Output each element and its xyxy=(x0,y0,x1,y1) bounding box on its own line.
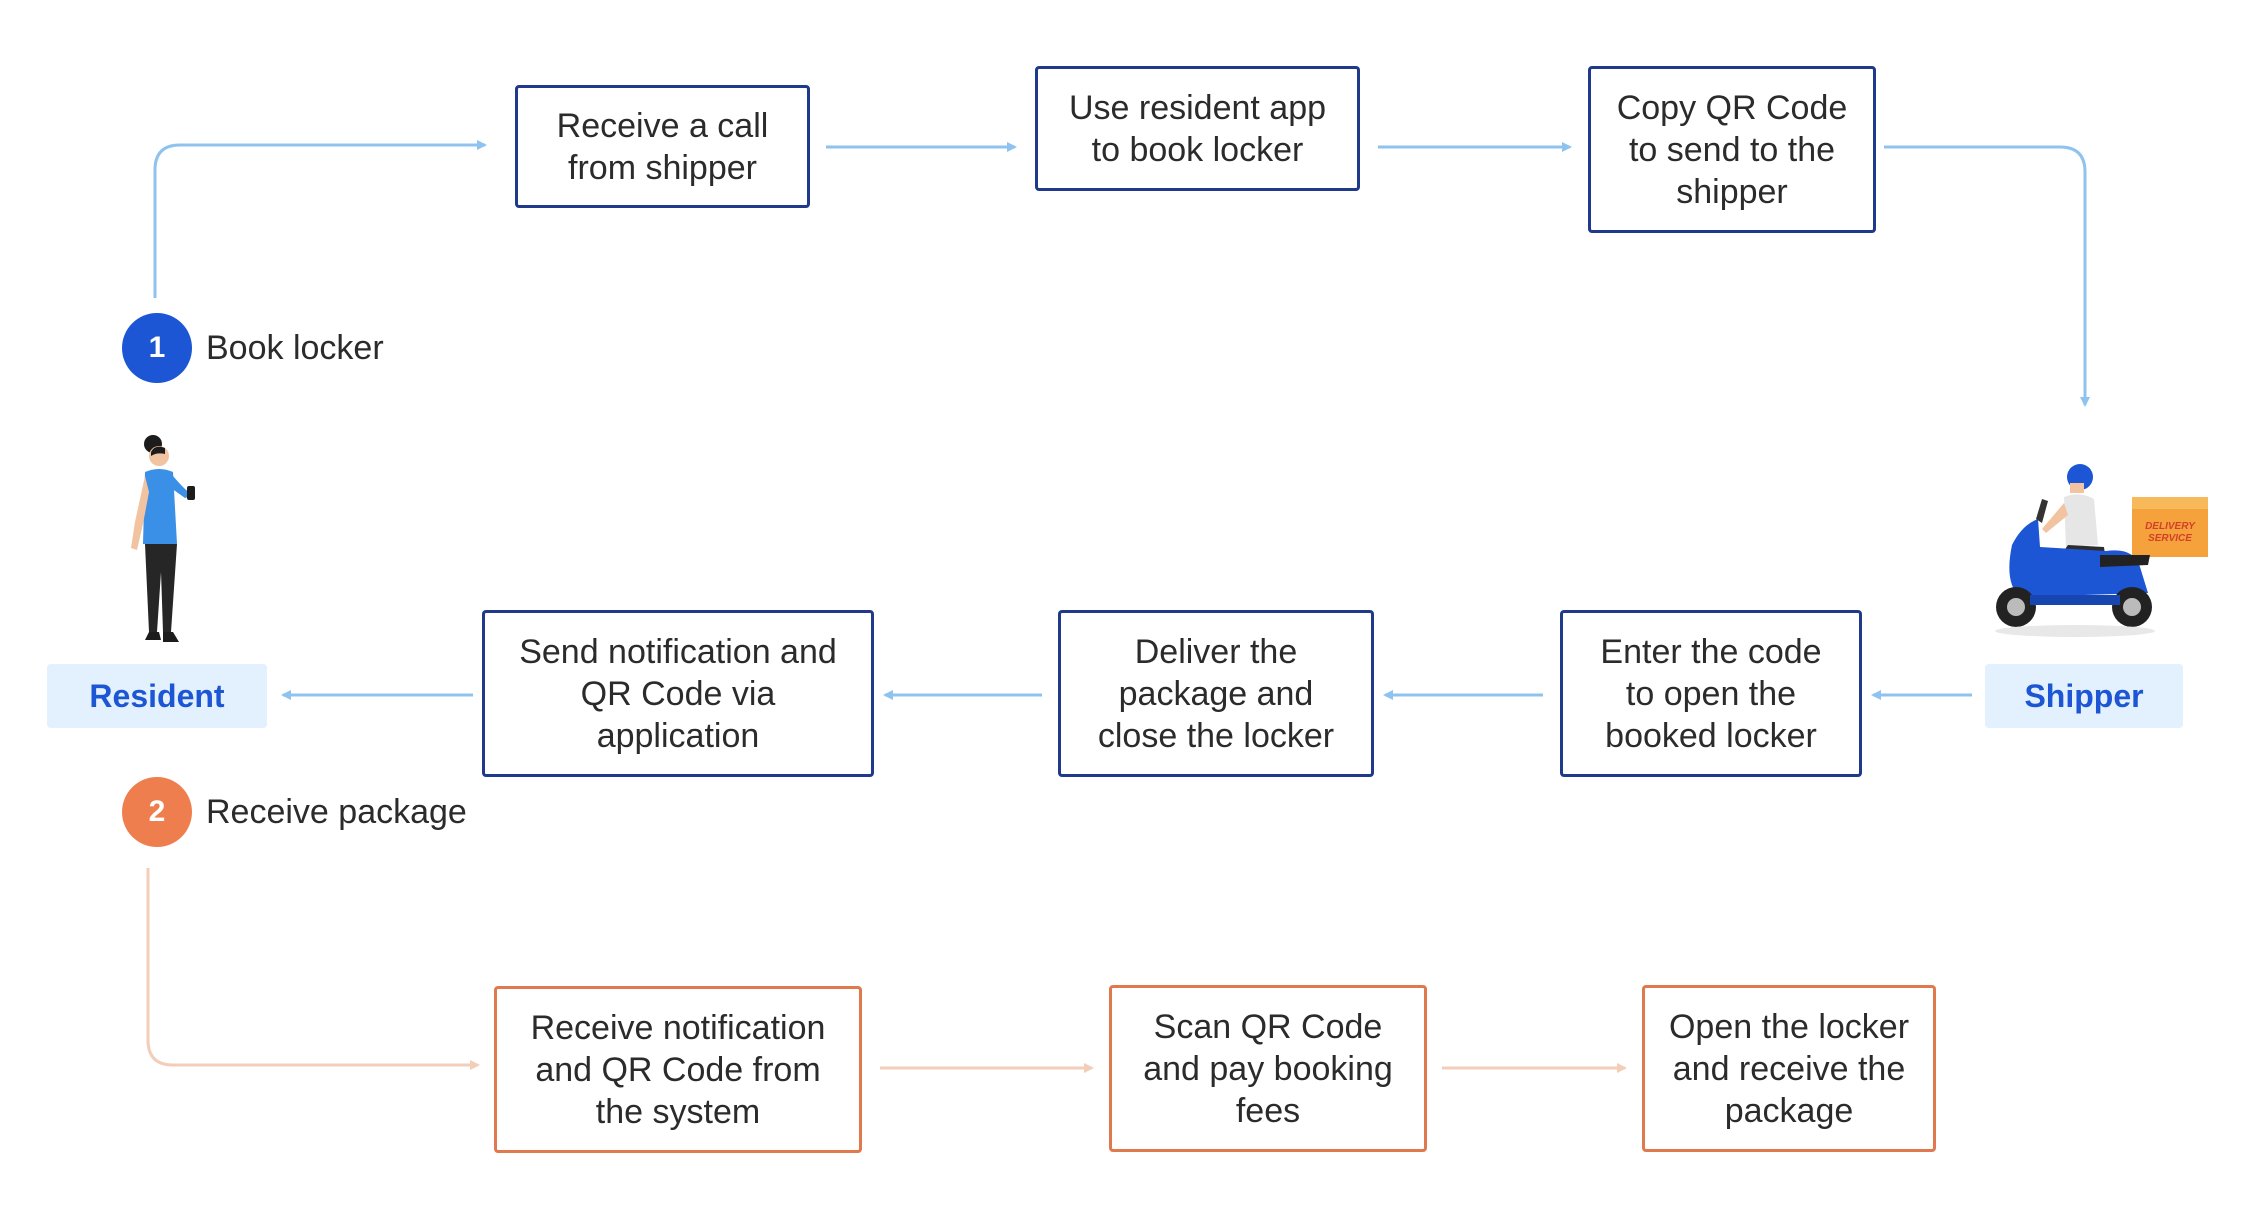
resident-figure-icon xyxy=(131,435,195,642)
box-receive-call: Receive a call from shipper xyxy=(515,85,810,208)
step-1-badge: 1 xyxy=(122,313,192,383)
box-send-notification-text: Send notification and QR Code via applic… xyxy=(519,632,837,755)
resident-tag: Resident xyxy=(47,664,267,728)
box-enter-code-text: Enter the code to open the booked locker xyxy=(1600,632,1822,755)
shipper-tag: Shipper xyxy=(1985,664,2183,728)
box-use-resident-app: Use resident app to book locker xyxy=(1035,66,1360,191)
box-copy-qr-code-text: Copy QR Code to send to the shipper xyxy=(1616,88,1848,211)
step-2-badge: 2 xyxy=(122,777,192,847)
box-open-locker-text: Open the locker and receive the package xyxy=(1668,1007,1910,1130)
box-receive-call-text: Receive a call from shipper xyxy=(556,106,769,187)
box-enter-code: Enter the code to open the booked locker xyxy=(1560,610,1862,777)
box-send-notification: Send notification and QR Code via applic… xyxy=(482,610,874,777)
step-book-locker: 1 Book locker xyxy=(122,313,384,383)
step-receive-package: 2 Receive package xyxy=(122,777,467,847)
box-deliver-package: Deliver the package and close the locker xyxy=(1058,610,1374,777)
box-receive-notification-text: Receive notification and QR Code from th… xyxy=(530,1008,826,1131)
delivery-box-text-2: SERVICE xyxy=(2148,533,2192,544)
box-scan-qr-code-text: Scan QR Code and pay booking fees xyxy=(1143,1007,1393,1130)
arrow-start-to-receive-call xyxy=(153,140,487,298)
shipper-scooter-icon: DELIVERY SERVICE xyxy=(1995,464,2208,637)
step-2-label: Receive package xyxy=(206,792,467,831)
arrow-copy-qr-to-shipper xyxy=(1884,145,2090,407)
arrow-step2-to-receive-notification xyxy=(146,868,480,1070)
box-receive-notification: Receive notification and QR Code from th… xyxy=(494,986,862,1153)
step-1-label: Book locker xyxy=(206,328,384,367)
box-deliver-package-text: Deliver the package and close the locker xyxy=(1097,632,1335,755)
box-copy-qr-code: Copy QR Code to send to the shipper xyxy=(1588,66,1876,233)
box-open-locker: Open the locker and receive the package xyxy=(1642,985,1936,1152)
box-use-resident-app-text: Use resident app to book locker xyxy=(1068,88,1327,169)
delivery-box-text-1: DELIVERY xyxy=(2145,521,2196,532)
box-scan-qr-code: Scan QR Code and pay booking fees xyxy=(1109,985,1427,1152)
